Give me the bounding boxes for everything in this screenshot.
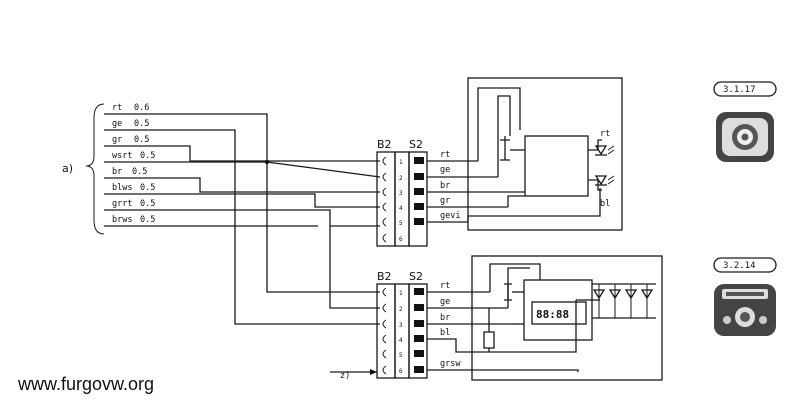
pin-top-2: 2 (399, 175, 403, 182)
connector-bottom-b-label: B2 (377, 270, 392, 283)
pin-bottom-6: 6 (399, 368, 403, 375)
wire-label-brws: brws (112, 215, 132, 225)
ref-2: 3.2.14 (713, 257, 777, 273)
ref-2-label: 3.2.14 (723, 261, 756, 271)
pin-bottom-2: 2 (399, 306, 403, 313)
ref-1-label: 3.1.17 (723, 85, 756, 95)
top-out-gevi: gevi (440, 211, 460, 221)
pin-bottom-1: 1 (399, 290, 403, 297)
bottom-module-ic (523, 279, 593, 341)
pin-top-1: 1 (399, 159, 403, 166)
group-brace (85, 103, 105, 235)
pin-top-4: 4 (399, 205, 403, 212)
led-label-bl: bl (600, 199, 610, 209)
connector-bottom-s-label: S2 (409, 270, 423, 283)
wire-size-ge: 0.5 (134, 119, 149, 129)
wire-size-wsrt: 0.5 (140, 151, 155, 161)
wire-label-grrt: grrt (112, 199, 132, 209)
top-out-gr: gr (440, 196, 450, 206)
wire-labels: rt 0.6 ge 0.5 gr 0.5 wsrt 0.5 br 0.5 blw… (112, 103, 155, 225)
routing-wires (170, 113, 381, 325)
wire-bundle (104, 113, 170, 227)
ref-1: 3.1.17 (713, 81, 777, 97)
bottom-out-rt: rt (440, 281, 450, 291)
connector-top: B2 S2 1 2 3 4 5 6 (376, 138, 428, 247)
top-out-rt: rt (440, 150, 450, 160)
led-label-rt: rt (600, 129, 610, 139)
bottom-out-bl: bl (440, 328, 450, 338)
bottom-out-br: br (440, 313, 450, 323)
pin-bottom-3: 3 (399, 322, 403, 329)
connector-top-s-label: S2 (409, 138, 423, 151)
wire-size-br: 0.5 (132, 167, 147, 177)
pin-top-6: 6 (399, 236, 403, 243)
wire-label-rt: rt (112, 103, 122, 113)
connector-bottom: B2 S2 1 2 3 4 5 6 (376, 270, 428, 379)
device-icon-1 (716, 112, 774, 162)
wire-size-grrt: 0.5 (140, 199, 155, 209)
top-out-br: br (440, 181, 450, 191)
website-watermark: www.furgovw.org (17, 374, 154, 394)
bottom-out-ge: ge (440, 297, 450, 307)
pin-top-3: 3 (399, 190, 403, 197)
bottom-outputs: rt ge br bl grsw z) (330, 281, 579, 381)
pin-bottom-5: 5 (399, 352, 403, 359)
wire-label-ge: ge (112, 119, 122, 129)
top-outputs: rt ge br gr gevi (427, 150, 525, 223)
wire-label-blws: blws (112, 183, 132, 193)
wire-size-blws: 0.5 (140, 183, 155, 193)
pin-top-5: 5 (399, 220, 403, 227)
wire-label-wsrt: wsrt (112, 151, 132, 161)
top-module-ic (524, 135, 589, 197)
wire-label-gr: gr (112, 135, 122, 145)
wire-size-rt: 0.6 (134, 103, 149, 113)
top-out-ge: ge (440, 165, 450, 175)
connector-top-b-label: B2 (377, 138, 392, 151)
wire-label-br: br (112, 167, 122, 177)
seven-seg-display (531, 301, 587, 325)
side-input-label: z) (340, 371, 350, 381)
top-module: rt bl (467, 77, 623, 231)
pin-bottom-4: 4 (399, 337, 403, 344)
group-label: a) (62, 162, 73, 175)
display-text: 88:88 (536, 308, 569, 321)
wire-size-gr: 0.5 (134, 135, 149, 145)
device-icon-2 (714, 284, 776, 336)
wire-size-brws: 0.5 (140, 215, 155, 225)
bottom-module: 88:88 (471, 255, 663, 381)
bottom-out-grsw: grsw (440, 359, 461, 369)
